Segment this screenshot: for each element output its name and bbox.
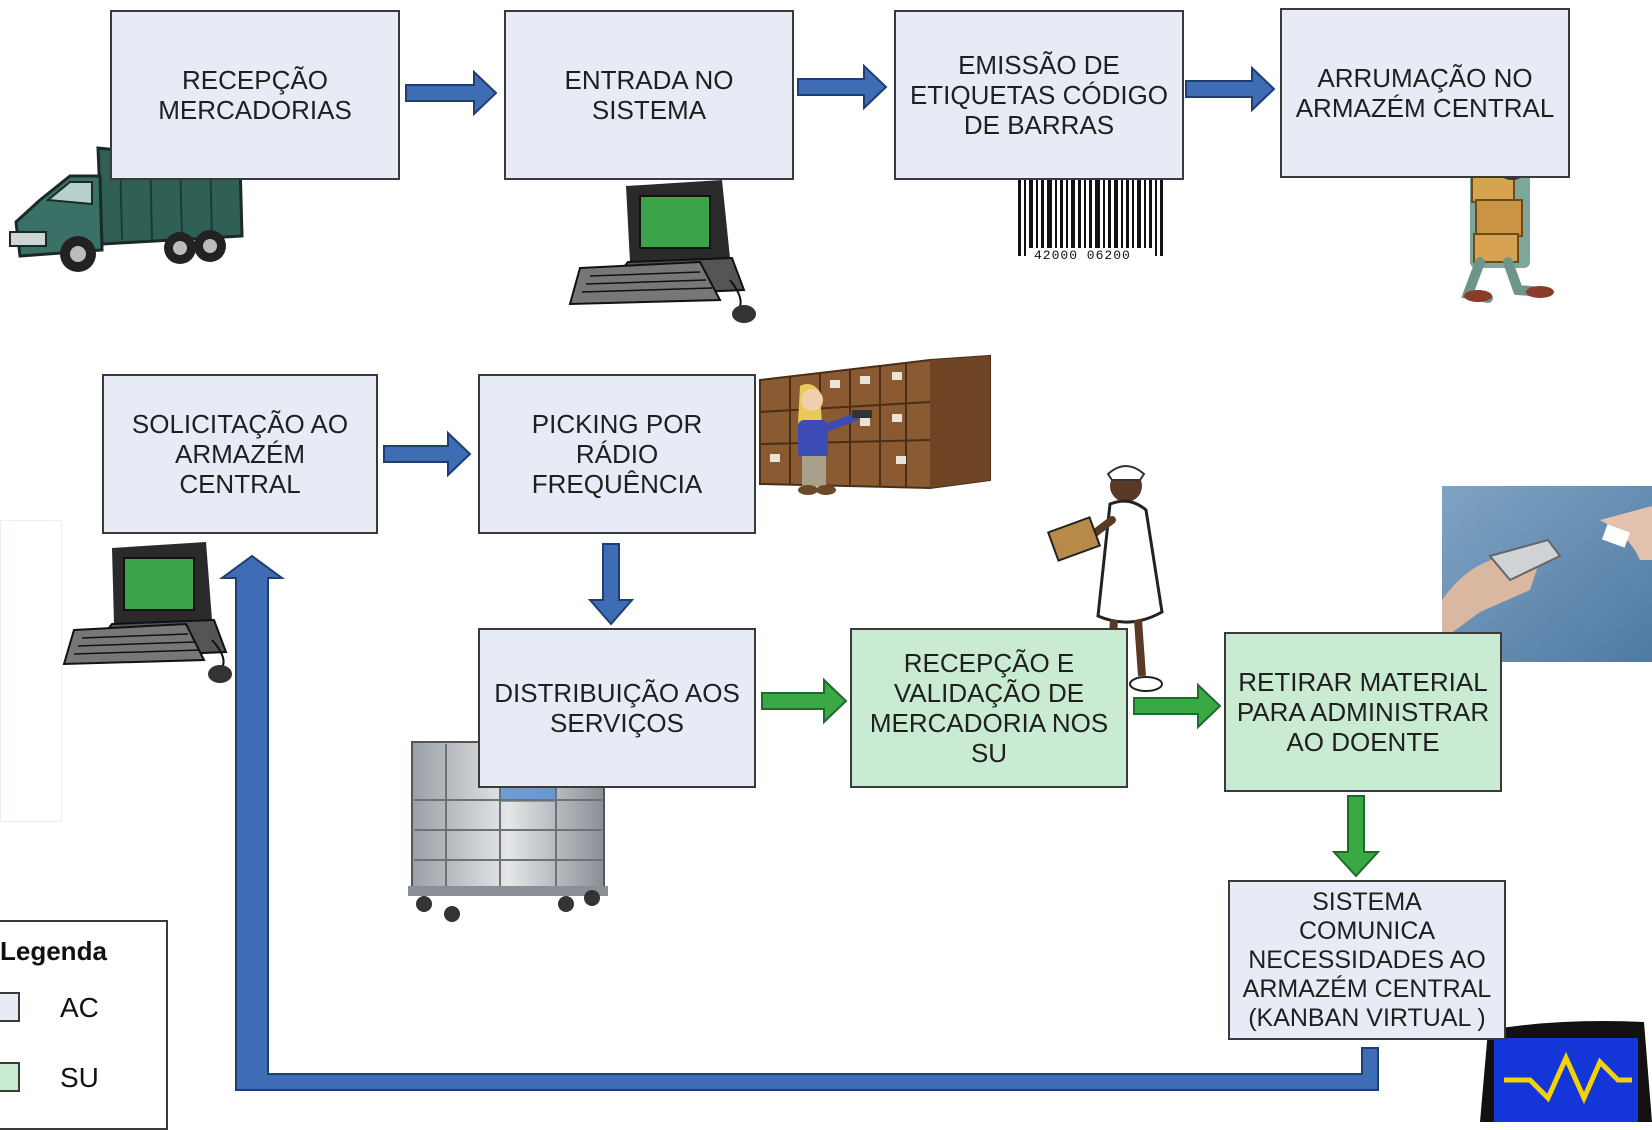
- box-entrada-sistema: ENTRADA NO SISTEMA: [504, 10, 794, 180]
- box-label: ENTRADA NO SISTEMA: [564, 65, 734, 125]
- legend-swatch-su: [0, 1062, 20, 1092]
- box-picking: PICKING POR RÁDIO FREQUÊNCIA: [478, 374, 756, 534]
- box-solicitacao: SOLICITAÇÃO AO ARMAZÉM CENTRAL: [102, 374, 378, 534]
- box-rececao-mercadorias: RECEPÇÃO MERCADORIAS: [110, 10, 400, 180]
- legend-swatch-ac: [0, 992, 20, 1022]
- arrow-distribuicao-rececao: [761, 677, 848, 725]
- arrow-emissao-arrumacao: [1185, 65, 1276, 113]
- box-label: SISTEMA COMUNICA NECESSIDADES AO ARMAZÉM…: [1242, 887, 1492, 1032]
- computer-icon: [568, 180, 756, 323]
- box-label: EMISSÃO DE ETIQUETAS CÓDIGO DE BARRAS: [909, 50, 1169, 140]
- box-rececao-validacao: RECEPÇÃO E VALIDAÇÃO DE MERCADORIA NOS S…: [850, 628, 1128, 788]
- box-label: SOLICITAÇÃO AO ARMAZÉM CENTRAL: [131, 409, 349, 499]
- barcode-number: 42000 06200: [1034, 248, 1154, 263]
- computer-icon: [62, 542, 232, 683]
- box-sistema-comunica: SISTEMA COMUNICA NECESSIDADES AO ARMAZÉM…: [1228, 880, 1506, 1040]
- arrow-picking-distribuicao: [587, 543, 635, 626]
- box-emissao-etiquetas: EMISSÃO DE ETIQUETAS CÓDIGO DE BARRAS: [894, 10, 1184, 180]
- box-label: RECEPÇÃO MERCADORIAS: [158, 65, 352, 125]
- box-retirar-material: RETIRAR MATERIAL PARA ADMINISTRAR AO DOE…: [1224, 632, 1502, 792]
- box-arrumacao: ARRUMAÇÃO NO ARMAZÉM CENTRAL: [1280, 8, 1570, 178]
- arrow-solicitacao-picking: [383, 430, 472, 478]
- monitor-signal-icon: [1480, 1021, 1652, 1122]
- arrow-feedback-loop: [218, 554, 1379, 1091]
- box-label: DISTRIBUIÇÃO AOS SERVIÇOS: [494, 678, 740, 738]
- box-label: RETIRAR MATERIAL PARA ADMINISTRAR AO DOE…: [1236, 667, 1490, 757]
- box-label: ARRUMAÇÃO NO ARMAZÉM CENTRAL: [1295, 63, 1555, 123]
- box-label: PICKING POR RÁDIO FREQUÊNCIA: [531, 409, 703, 499]
- box-distribuicao: DISTRIBUIÇÃO AOS SERVIÇOS: [478, 628, 756, 788]
- legend-label-ac: AC: [60, 992, 99, 1023]
- background-decoration: [0, 520, 62, 822]
- box-label: RECEPÇÃO E VALIDAÇÃO DE MERCADORIA NOS S…: [869, 648, 1109, 768]
- arrow-entrada-emissao: [797, 63, 888, 111]
- arrow-rececao-retirar: [1133, 682, 1222, 730]
- legend-label-su: SU: [60, 1062, 99, 1093]
- arrow-recepcao-entrada: [405, 69, 498, 117]
- arrow-retirar-sistema: [1331, 795, 1381, 878]
- legend: Legenda AC SU: [0, 920, 168, 1130]
- shelves-picking-icon: [759, 354, 991, 495]
- legend-title: Legenda: [0, 936, 107, 966]
